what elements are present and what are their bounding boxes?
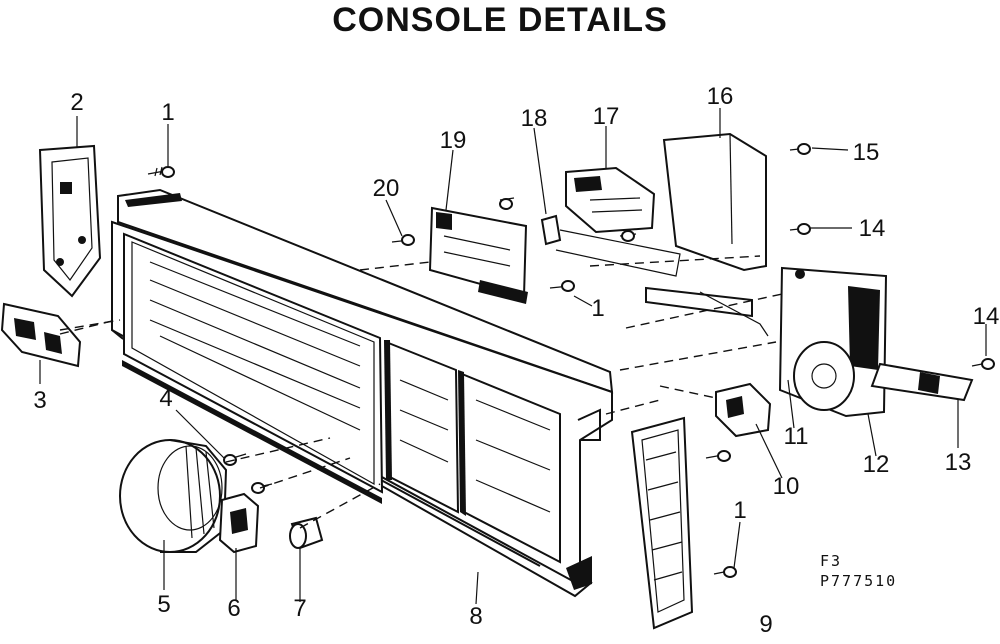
callout-20: 20 [373, 175, 400, 202]
cover-part [662, 132, 767, 272]
switch-part-3 [0, 302, 121, 368]
drawing-code-line1: F3 [820, 552, 842, 570]
callout-5: 5 [157, 591, 170, 618]
callout-17: 17 [593, 103, 620, 130]
callout-4: 4 [159, 385, 172, 412]
callout-13: 13 [945, 449, 972, 476]
callout-14-right: 14 [973, 303, 1000, 330]
relay-part [565, 166, 656, 234]
callout-10: 10 [773, 473, 800, 500]
alignment-lines [59, 255, 783, 529]
diagram-title: CONSOLE DETAILS [332, 1, 668, 39]
callout-1-mid: 1 [591, 295, 604, 322]
callout-14: 14 [859, 215, 886, 242]
knob-part [119, 439, 228, 553]
callout-11: 11 [784, 423, 809, 450]
callout-9: 9 [759, 611, 772, 638]
callout-16: 16 [707, 83, 734, 110]
lower-bracket-part [645, 286, 769, 337]
callout-6: 6 [227, 595, 240, 622]
bracket-part-18 [540, 214, 681, 277]
bracket-part-13 [870, 362, 974, 402]
timer-part [778, 266, 888, 418]
callout-1-bottom: 1 [733, 497, 746, 524]
switch-part-10 [659, 382, 772, 438]
callout-3: 3 [33, 387, 46, 414]
button-part-7 [289, 516, 324, 550]
console-panel-part [111, 188, 614, 598]
switch-part-6 [218, 492, 260, 554]
callout-12: 12 [863, 451, 890, 478]
callout-18: 18 [521, 105, 548, 132]
callout-numbers: 1 2 3 4 5 6 7 8 9 10 11 12 13 14 14 15 1… [33, 83, 999, 638]
screws [147, 143, 995, 578]
end-trim-part [630, 416, 694, 630]
callout-15: 15 [853, 139, 880, 166]
drawing-code-line2: P777510 [820, 572, 897, 590]
callout-19: 19 [440, 127, 467, 154]
callout-8: 8 [469, 603, 482, 630]
callout-1-top: 1 [161, 99, 174, 126]
leader-lines [39, 108, 987, 605]
mounting-plate-part [428, 206, 528, 304]
callout-2: 2 [70, 89, 83, 116]
callout-7: 7 [293, 595, 306, 622]
side-bracket-part [38, 144, 102, 298]
